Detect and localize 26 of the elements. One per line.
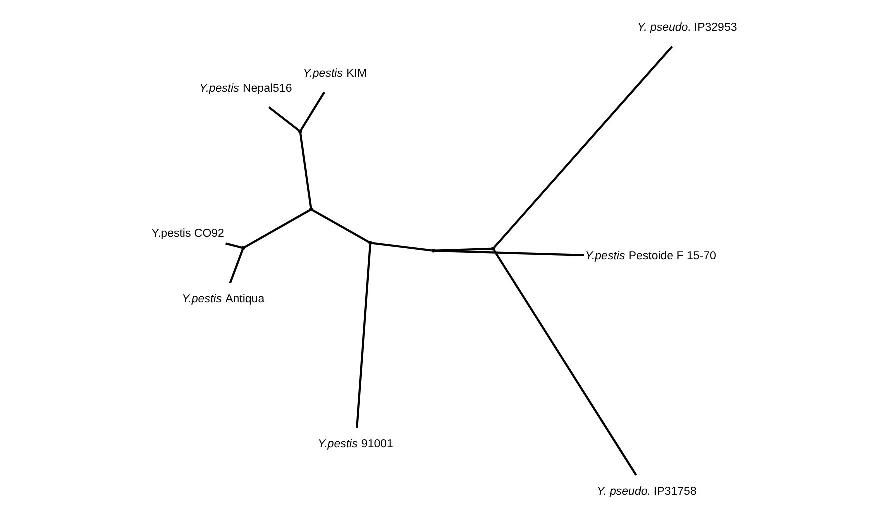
node-point [368,241,372,245]
node-text: Y. pseudo. IP31758 [596,486,696,498]
connector [312,210,370,244]
node-text: Y.pestis Nepal516 [199,82,292,95]
connector [299,133,312,208]
node-text: Y.pestis CO92 [151,228,224,240]
node-point [490,247,495,251]
connector [268,106,300,132]
node-point [298,130,302,134]
node-text: Y.pestis 91001 [317,438,393,450]
connector [434,248,492,252]
node-text: Y.pestis Pestoide F 15-70 [584,250,716,262]
connector [225,242,242,249]
connector [492,250,637,476]
connector [371,242,432,252]
node-text: Y. pseudo. IP32953 [636,22,737,34]
connector [244,210,310,248]
node-text: Y.pestis KIM [302,68,367,80]
node-point [431,249,435,253]
node-point [309,208,313,212]
connector [493,46,673,248]
connector [356,244,371,428]
connector [228,249,244,284]
node-point [241,246,245,250]
node-text: Y.pestis Antiqua [182,294,264,306]
connector [300,92,325,131]
